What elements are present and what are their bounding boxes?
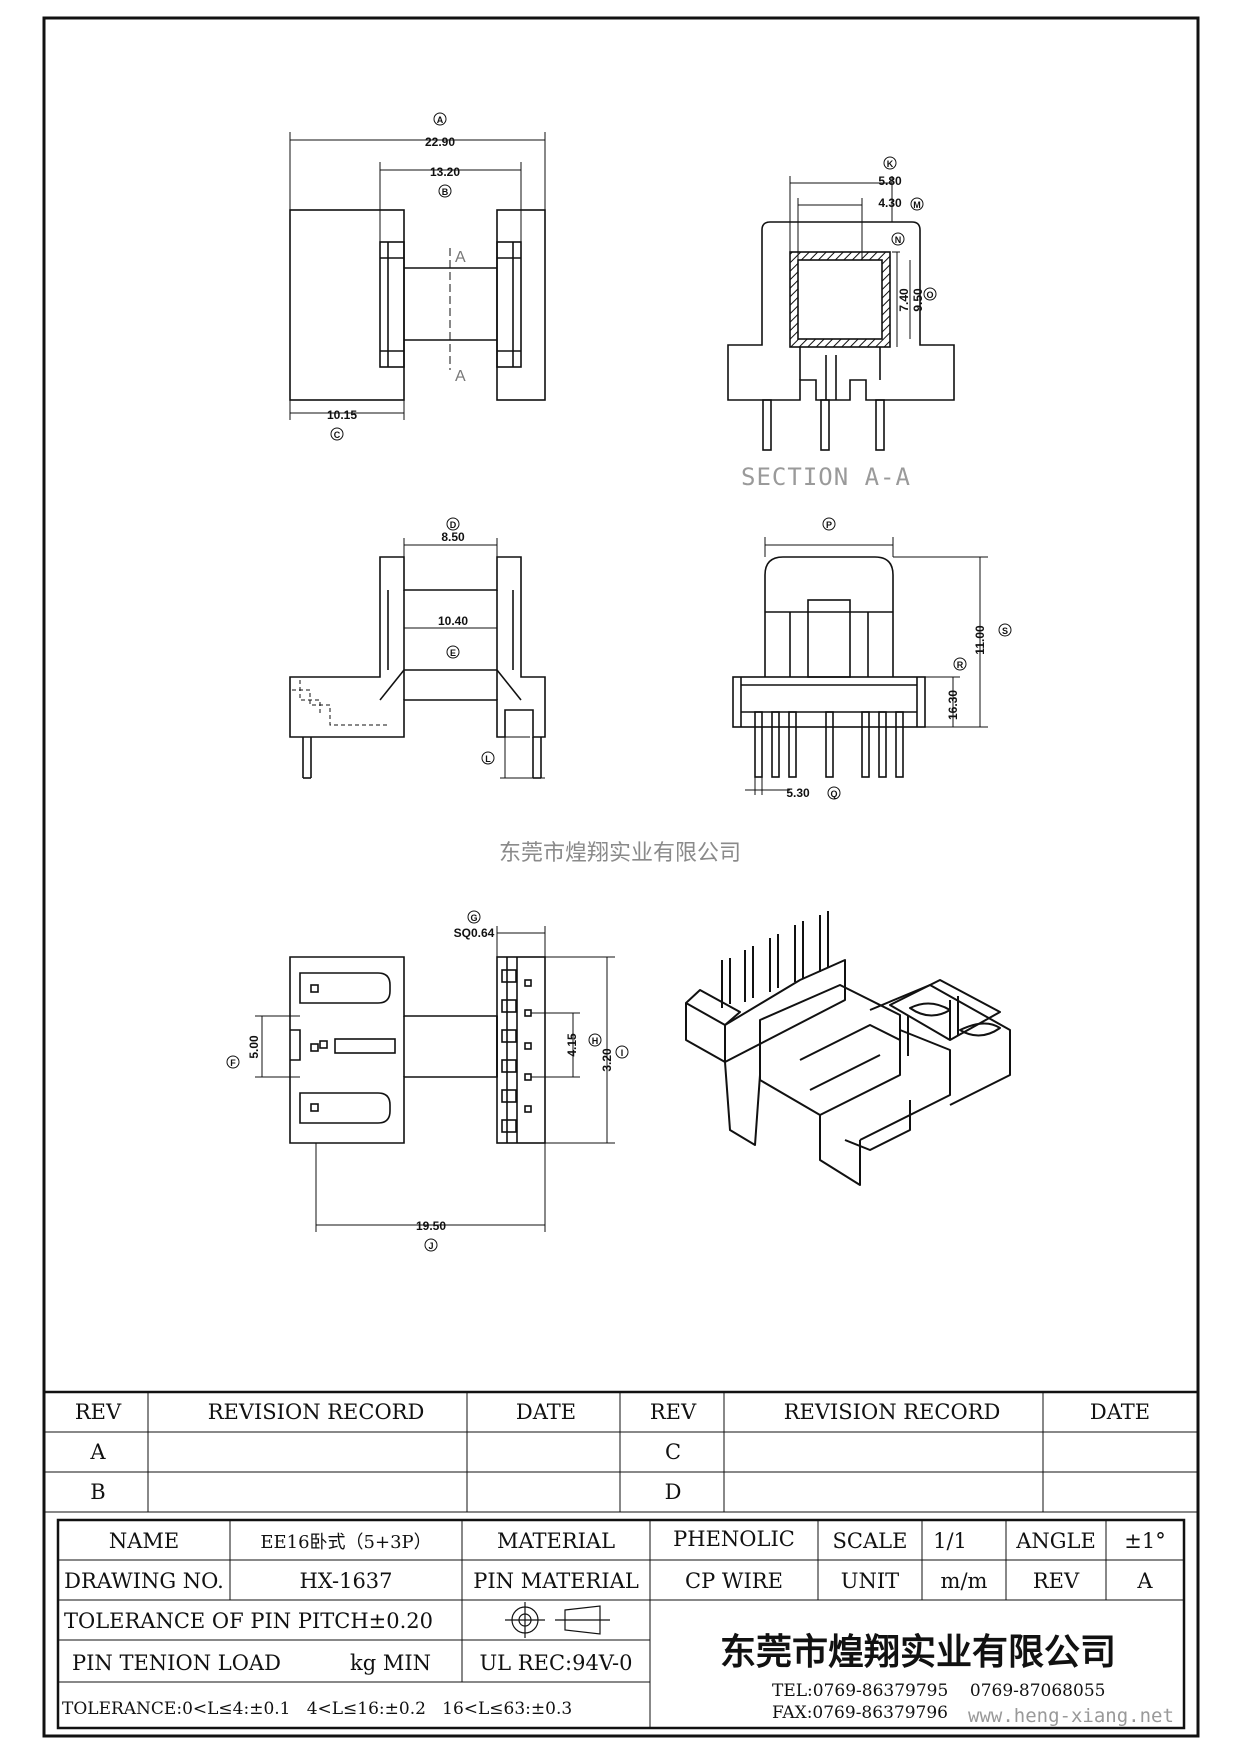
company-website: www.heng-xiang.net [968,1705,1174,1727]
dim-g-lines [226,910,629,1252]
rev-header-1: REV [75,1400,122,1424]
material-value: PHENOLIC [673,1527,795,1551]
svg-text:K: K [887,159,894,169]
revision-table [44,1390,1198,1513]
dim-i-value: 3.20 [600,1048,614,1072]
pin-material-label: PIN MATERIAL [473,1569,639,1593]
material-label: MATERIAL [497,1529,615,1553]
dim-k-lines [789,156,937,347]
svg-text:J: J [428,1241,433,1251]
angle-label: ANGLE [1015,1529,1096,1553]
company-fax: FAX:0769-86379796 [772,1703,948,1723]
section-mark-top: A [455,249,466,266]
watermark-text: 东莞市煌翔实业有限公司 [499,841,741,866]
dim-s-value: 11.00 [973,625,987,655]
unit-value: m/m [941,1569,988,1593]
svg-text:B: B [442,187,449,197]
svg-text:L: L [485,754,491,764]
pin-load-label: PIN TENION LOAD [72,1651,281,1675]
date-header-1: DATE [516,1400,576,1424]
dim-c-value: 10.15 [327,408,357,422]
rev-b: B [90,1480,105,1504]
svg-text:N: N [895,235,902,245]
dim-o-value: 9.50 [911,288,925,312]
date-header-2: DATE [1090,1400,1150,1424]
dim-e-value: 10.40 [438,614,468,628]
sheet-border [42,16,1200,1738]
pin-load-unit: kg MIN [350,1651,431,1675]
dim-g-value: SQ0.64 [454,926,495,940]
svg-text:R: R [957,660,964,670]
rev-a: A [89,1440,106,1464]
rev-d: D [665,1480,682,1504]
rev-value: A [1136,1569,1153,1593]
dim-k-value: 5.80 [878,174,902,188]
svg-text:H: H [592,1036,599,1046]
svg-text:E: E [450,648,456,658]
svg-text:C: C [334,430,341,440]
unit-label: UNIT [841,1569,899,1593]
tolerance-ranges: TOLERANCE:0<L≤4:±0.1 4<L≤16:±0.2 16<L≤63… [62,1699,572,1719]
scale-value: 1/1 [933,1529,967,1553]
dim-a-value: 22.90 [425,135,455,149]
svg-text:S: S [1002,626,1008,636]
bottom-view [289,956,546,1144]
dim-m-value: 4.30 [878,196,902,210]
drawing-no-label: DRAWING NO. [64,1569,224,1593]
svg-text:Q: Q [830,789,837,799]
svg-text:A: A [437,115,444,125]
dim-r-value: 16.30 [946,690,960,720]
company-name: 东莞市煌翔实业有限公司 [720,1632,1116,1673]
svg-text:M: M [913,200,921,210]
front-view [289,556,546,779]
rev-label: REV [1033,1569,1080,1593]
section-view [727,221,955,451]
svg-text:O: O [926,290,933,300]
pin-material-value: CP WIRE [685,1569,783,1593]
tolerance-pitch: TOLERANCE OF PIN PITCH±0.20 [64,1609,433,1633]
dim-d-lines [403,517,545,779]
dim-d-value: 8.50 [441,530,465,544]
isometric-view [685,911,1011,1186]
angle-value: ±1° [1124,1529,1165,1553]
side-view [732,556,926,778]
name-label: NAME [109,1529,179,1553]
revision-record-header-1: REVISION RECORD [208,1400,425,1424]
svg-text:G: G [470,913,477,923]
section-label: SECTION A-A [741,463,911,491]
dim-b-value: 13.20 [430,165,460,179]
dim-n2-value: 7.40 [897,288,911,312]
dim-h-value: 4.15 [565,1033,579,1057]
dim-p-lines [745,517,1012,800]
dim-f-value: 5.00 [247,1035,261,1059]
svg-text:D: D [450,520,457,530]
dim-a-lines [289,112,546,441]
ul-rec: UL REC:94V-0 [479,1651,632,1675]
scale-label: SCALE [833,1529,908,1553]
revision-record-header-2: REVISION RECORD [784,1400,1001,1424]
company-tel: TEL:0769-86379795 0769-87068055 [772,1681,1105,1701]
dim-j-value: 19.50 [416,1219,446,1233]
svg-text:I: I [621,1048,624,1058]
section-mark-bottom: A [455,368,466,385]
title-block [56,1518,1186,1730]
dim-q-value: 5.30 [786,786,810,800]
name-value: EE16卧式（5+3P） [260,1532,431,1553]
projection-symbol [505,1602,610,1638]
rev-c: C [665,1440,681,1464]
svg-text:P: P [826,520,832,530]
drawing-no-value: HX-1637 [299,1569,392,1593]
svg-text:F: F [230,1058,236,1068]
rev-header-2: REV [650,1400,697,1424]
top-view [289,209,546,401]
